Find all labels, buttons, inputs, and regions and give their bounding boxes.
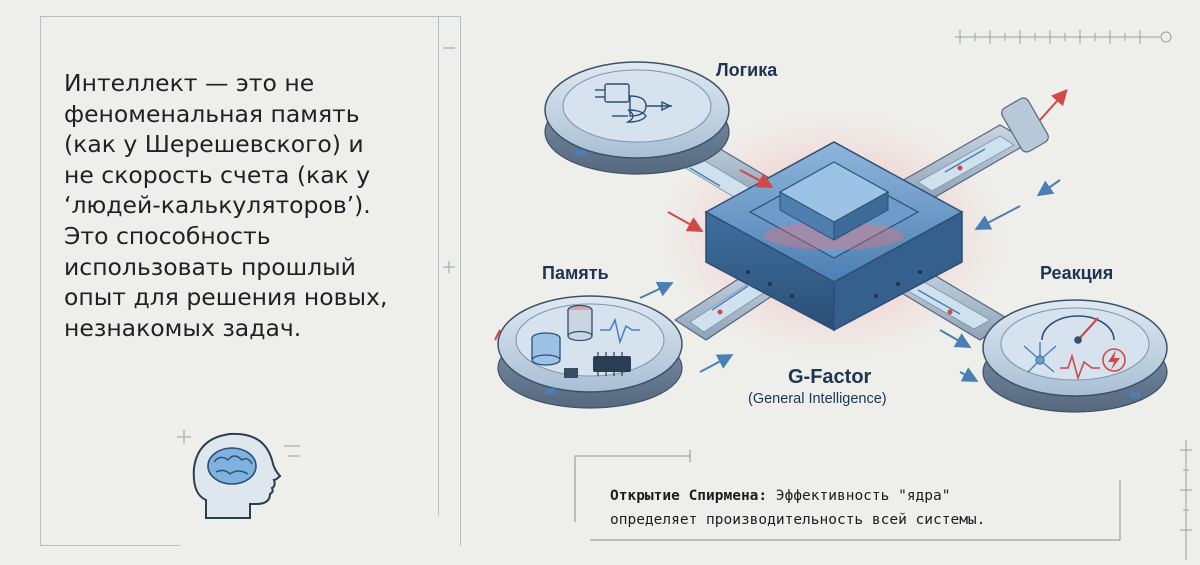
caption: Открытие Спирмена: Эффективность "ядра" … [610,484,1170,532]
intro-line: не скорость счета (как у [64,160,371,189]
core-title: G-Factor [788,366,872,388]
node-logic [544,61,730,175]
intro-line: ‘людей-калькуляторов’). [64,191,371,220]
intro-text: Интеллект — это не феноменальная память … [64,68,444,343]
frame-line-top-left [40,16,460,17]
caption-line-2: определяет производительность всей систе… [610,512,986,528]
flow-arrows [494,89,1068,382]
node-memory-label: Память [542,263,609,283]
caption-lead: Открытие Спирмена: [610,488,768,504]
arm-top-right [898,97,1049,201]
node-reaction-label: Реакция [1040,263,1114,283]
caption-line-1-rest: Эффективность "ядра" [767,488,951,504]
lightning-icon [1102,348,1126,372]
head-brain-icon [177,430,300,519]
frame-line-left [40,16,41,546]
chip-icon [564,352,631,378]
core-subtitle: (General Intelligence) [748,391,887,407]
ruler-top-right [955,30,1172,44]
node-memory [497,295,683,409]
frame-line-divider [460,16,461,546]
frame-line-divider-2 [438,16,439,516]
node-reaction [982,299,1168,413]
caption-line-1: Открытие Спирмена: Эффективность "ядра" [610,484,1170,508]
intro-line: Интеллект — это не [64,69,315,97]
database-icon [531,304,593,366]
intro-line: опыт для решения новых, [64,283,388,312]
intro-line: Это способность [64,221,271,250]
gauge-icon [1041,315,1115,344]
intro-line: феноменальная память [64,99,360,128]
logic-gate-icon [595,83,672,123]
frame-line-bottom-left [40,545,180,546]
frame-ticks [443,47,455,273]
intro-line: использовать прошлый [64,252,356,281]
node-logic-label: Логика [716,60,778,80]
neuron-icon [1023,342,1057,373]
intro-line: (как у Шерешевского) и [64,130,364,159]
caption-bracket [574,450,1121,541]
intro-line: незнакомых задач. [64,313,302,342]
ruler-right-edge [1180,440,1192,560]
